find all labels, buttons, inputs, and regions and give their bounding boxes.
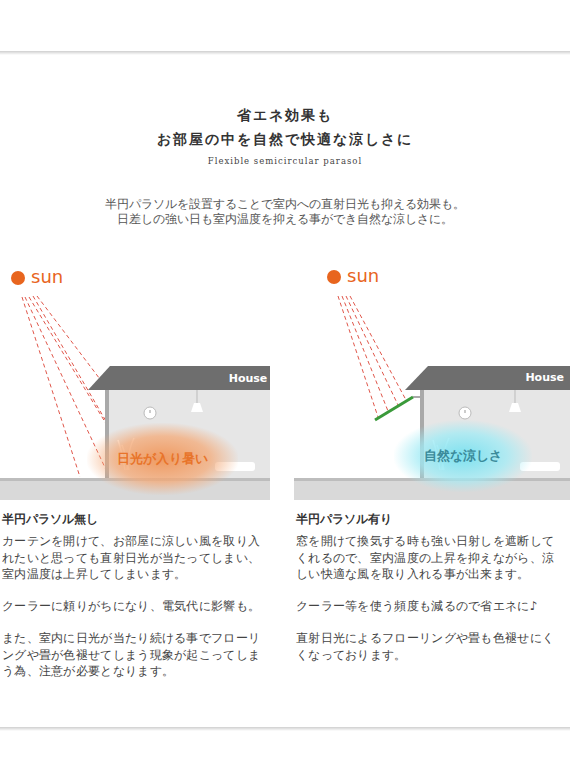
column-heading: 半円パラソル有り [296,511,392,528]
subtitle: Flexible semicircular parasol [0,156,570,166]
rule [0,727,570,731]
heading: 省エネ効果も お部屋の中を自然で快適な涼しさに [120,103,450,151]
rule [0,51,570,55]
roof-label: House [225,370,272,387]
cool-glow: 自然な涼しさ [394,420,532,492]
body-text: カーテンを開けて、お部屋に涼しい風を取り入れたいと思っても直射日光が当たってしま… [2,533,270,583]
glow-label: 自然な涼しさ [424,447,502,465]
body-text: 直射日光によるフローリングや畳も色褪せにくくなっております。 [296,630,566,663]
body-text: クーラー等を使う頻度も減るので省エネに♪ [296,598,566,615]
heat-glow: 日光が入り暑い [87,423,238,495]
intro-line: 日差しの強い日も室内温度を抑える事ができ自然な涼しさに。 [0,211,570,228]
scene-right [294,270,570,500]
roof-label: House [521,369,568,386]
intro-line: 半円パラソルを設置することで室内への直射日光も抑える効果も。 [0,196,570,213]
body-text: クーラーに頼りがちになり、電気代に影響も。 [2,598,270,615]
house-label: House [525,371,564,384]
sun-label: sun [31,266,63,287]
sun-label: sun [347,265,379,286]
body-text: また、室内に日光が当たり続ける事でフローリングや畳が色褪せてしまう現象が起こって… [2,630,270,680]
glow-label: 日光が入り暑い [117,450,208,468]
body-text: 窓を開けて換気する時も強い日射しを遮断してくれるので、室内温度の上昇を抑えながら… [296,533,566,583]
scene-left [0,271,270,500]
column-heading: 半円パラソル無し [2,511,98,528]
house-label: House [229,372,268,385]
